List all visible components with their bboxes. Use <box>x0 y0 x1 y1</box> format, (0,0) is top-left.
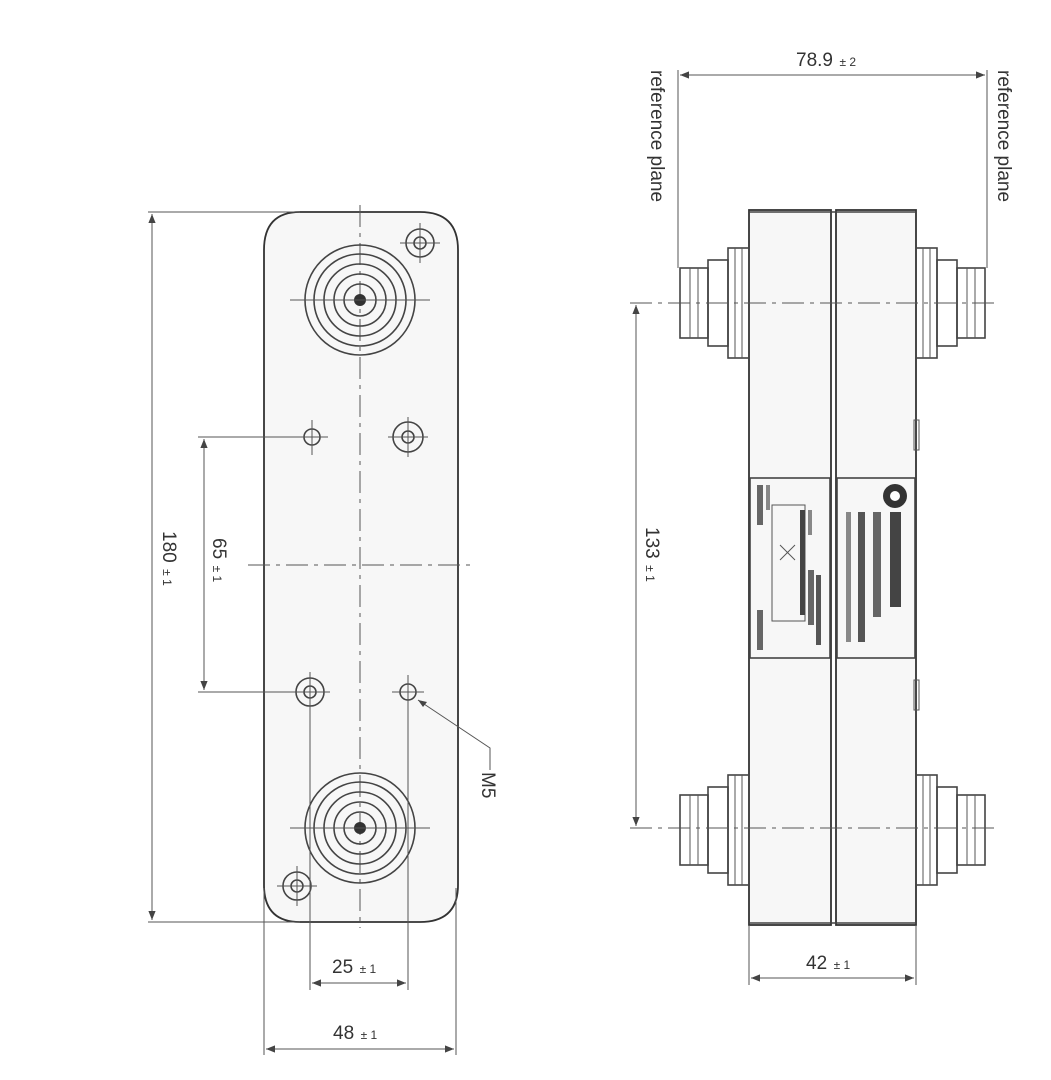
thread-callout-label: M5 <box>477 772 498 798</box>
threaded-hole-upper-left <box>296 420 328 455</box>
mounting-hole-bottom-left <box>277 866 317 906</box>
reference-plane-right-label: reference plane <box>993 70 1014 202</box>
front-housing-outline <box>263 211 459 923</box>
dim-depth-value: 42 ± 1 <box>806 953 851 974</box>
dim-hole-spacing-horizontal-value: 25 ± 1 <box>332 957 377 978</box>
reference-plane-left-label: reference plane <box>646 70 667 202</box>
side-housing-left-half <box>748 209 832 926</box>
top-connector-face <box>290 244 430 356</box>
side-view: 78.9 ± 2 reference plane reference plane… <box>630 50 1014 985</box>
dim-connector-spacing-value: 133 ± 1 <box>641 527 662 582</box>
mounting-hole-top-right <box>400 223 440 263</box>
m5-leader-line <box>417 699 491 770</box>
threaded-hole-lower-right <box>392 675 424 710</box>
mounting-hole-upper-right <box>388 417 428 457</box>
dim-height-value: 180 ± 1 <box>158 531 179 586</box>
dim-connector-span-value: 78.9 ± 2 <box>796 50 856 71</box>
dim-hole-spacing-vertical-value: 65 ± 1 <box>208 538 229 583</box>
connector-bottom-right <box>915 774 986 886</box>
front-view: M5 180 ± 1 65 ± 1 25 ± 1 48 ± 1 <box>148 205 498 1055</box>
label-plate-left <box>749 477 831 659</box>
bottom-connector-face <box>290 772 430 884</box>
connector-bottom-left <box>679 774 750 886</box>
dim-width-value: 48 ± 1 <box>333 1023 378 1044</box>
label-plate-right <box>836 477 916 659</box>
